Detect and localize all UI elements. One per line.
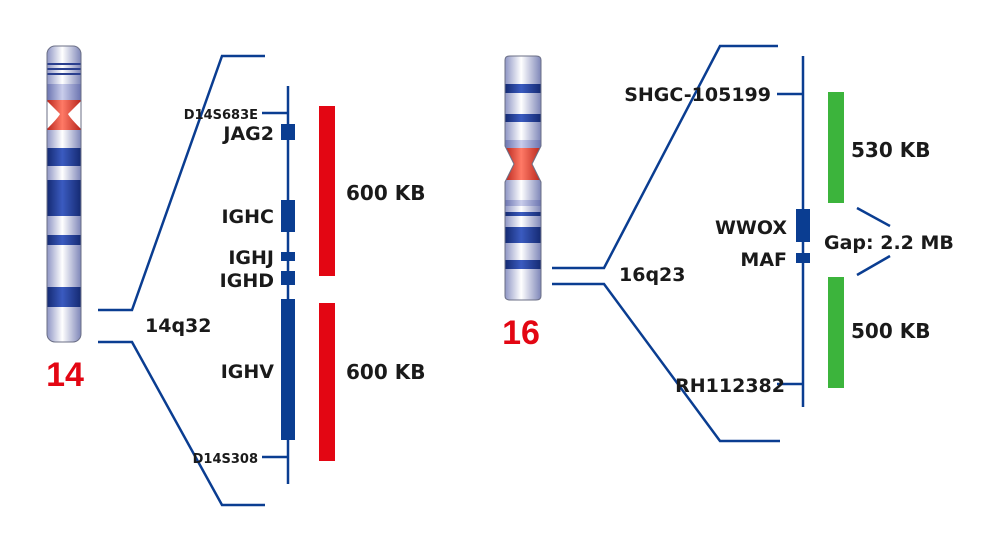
probe-bar-upper-green: [828, 92, 844, 203]
gene-label-ighd: IGHD: [220, 270, 274, 292]
probe-label-upper: 600 KB: [346, 181, 425, 205]
probe-label-lower: 600 KB: [346, 360, 425, 384]
probe-label-500kb: 500 KB: [851, 319, 930, 343]
gene-label-ighv: IGHV: [221, 361, 275, 383]
gene-block-ighj: [281, 252, 295, 261]
chromosome-16-label: 16: [502, 314, 540, 352]
chromosome-16: [504, 55, 542, 301]
left-zoom-lines: [98, 54, 265, 507]
probe-label-530kb: 530 KB: [851, 138, 930, 162]
chromosome-14-label: 14: [46, 356, 84, 394]
gene-block-ighc: [281, 200, 295, 232]
probe-bar-lower-green: [828, 277, 844, 388]
gene-block-maf: [796, 253, 810, 263]
gene-label-wwox: WWOX: [715, 217, 787, 239]
gene-label-ighj: IGHJ: [228, 247, 274, 269]
gene-block-ighd: [281, 271, 295, 285]
gene-block-jag2: [281, 124, 295, 140]
marker-shgc-105199: SHGC-105199: [624, 84, 771, 106]
marker-d14s683e: D14S683E: [184, 108, 258, 123]
marker-rh112382: RH112382: [675, 375, 785, 397]
gap-label: Gap: 2.2 MB: [824, 232, 954, 254]
gene-label-jag2: JAG2: [221, 123, 274, 145]
probe-bar-upper: [319, 106, 335, 276]
gene-label-ighc: IGHC: [221, 206, 274, 228]
right-gene-axis: [777, 56, 810, 407]
gene-block-ighv: [281, 299, 295, 440]
band-16q23-label: 16q23: [619, 264, 685, 286]
gene-label-maf: MAF: [740, 249, 787, 271]
marker-d14s308: D14S308: [193, 452, 258, 467]
right-zoom-lines: [552, 44, 780, 443]
gap-bracket: [856, 206, 891, 277]
probe-bar-lower: [319, 303, 335, 461]
left-gene-axis: [262, 86, 295, 484]
band-14q32-label: 14q32: [145, 315, 211, 337]
chromosome-14: [46, 45, 82, 343]
gene-block-wwox: [796, 209, 810, 242]
